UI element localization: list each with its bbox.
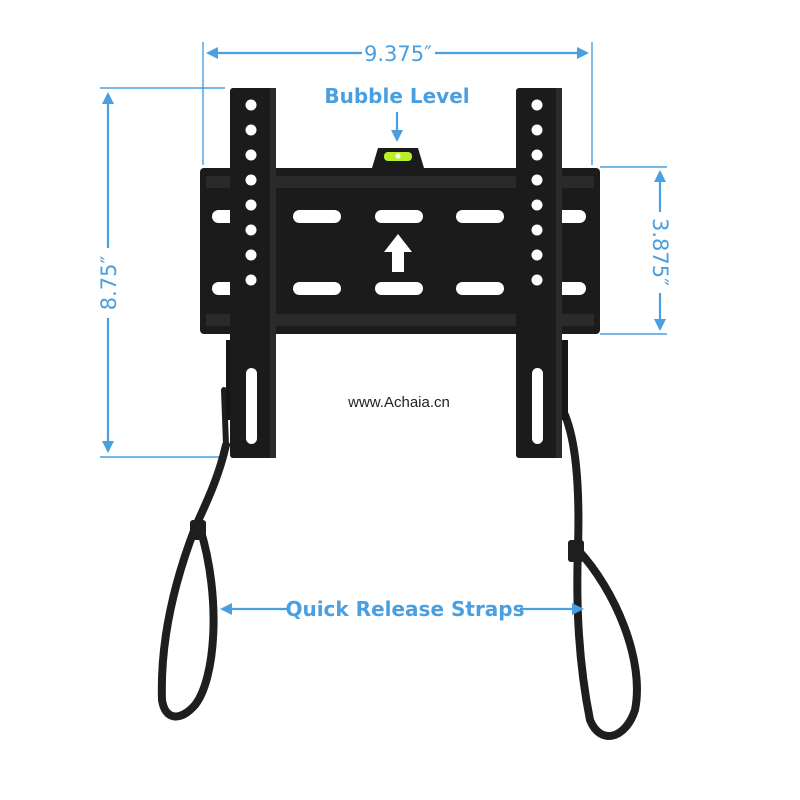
right-strap: [557, 357, 641, 740]
straps-callout: Quick Release Straps: [220, 597, 584, 621]
wall-plate-bottom-flange: [206, 314, 594, 326]
width-label: 9.375″: [364, 42, 432, 66]
height-label: 8.75″: [97, 256, 121, 311]
right-strap-buckle: [568, 540, 584, 562]
bubble-level-label: Bubble Level: [324, 84, 469, 108]
straps-label: Quick Release Straps: [285, 597, 524, 621]
plate-height-dimension: 3.875″: [648, 170, 672, 331]
right-arm-holes: [531, 99, 543, 444]
wall-plate: [200, 168, 600, 334]
plate-height-label: 3.875″: [648, 218, 672, 286]
bubble-level: [372, 148, 424, 168]
bubble-level-callout: Bubble Level: [324, 84, 470, 142]
watermark-text: www.Achaia.cn: [347, 394, 450, 411]
width-dimension: 9.375″: [206, 42, 589, 66]
right-arm-body: [516, 88, 562, 458]
right-bracket-arm: [516, 88, 568, 458]
wall-plate-top-flange: [206, 176, 594, 188]
height-dimension: 8.75″: [97, 92, 121, 453]
dimension-guides: [100, 42, 667, 458]
up-arrow-icon: [384, 234, 412, 272]
left-strap: [157, 387, 230, 721]
left-strap-buckle: [190, 520, 206, 540]
left-arm-body: [230, 88, 276, 458]
left-arm-holes: [245, 99, 257, 444]
left-bracket-arm: [226, 88, 276, 458]
